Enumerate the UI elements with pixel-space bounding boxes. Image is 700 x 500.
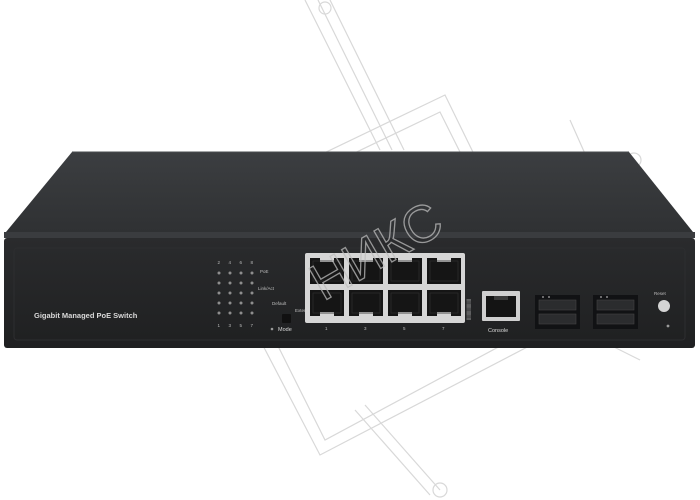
rj45-port[interactable] — [427, 258, 461, 284]
rj45-port[interactable] — [388, 290, 422, 316]
rj45-port[interactable] — [388, 258, 422, 284]
console-port[interactable] — [482, 291, 520, 321]
status-led-icon — [239, 281, 243, 285]
mode-extend-label: Extend — [295, 308, 310, 313]
rj45-port-block — [305, 253, 465, 323]
led-top-numbers: 2 4 6 8 — [218, 260, 254, 265]
status-led-icon — [239, 301, 243, 305]
mode-button[interactable] — [282, 314, 291, 323]
led-number: 7 — [251, 323, 254, 328]
led-bottom-numbers: 1 3 5 7 — [218, 323, 254, 328]
status-led-icon — [239, 291, 243, 295]
mode-default-label: Default — [272, 301, 287, 306]
led-number: 6 — [240, 260, 243, 265]
rj45-port[interactable] — [349, 258, 383, 284]
status-led-icon — [228, 311, 232, 315]
port-number: 3 — [364, 326, 367, 331]
port-numbers: 1 3 5 7 — [325, 326, 445, 331]
status-led-icon — [228, 281, 232, 285]
port-block-side-label-icon: |||||||||||||||||| — [466, 299, 471, 320]
rj45-port[interactable] — [427, 290, 461, 316]
led-number: 1 — [218, 323, 221, 328]
rj45-port[interactable] — [310, 290, 344, 316]
status-led-icon — [239, 311, 243, 315]
led-number: 5 — [240, 323, 243, 328]
sys-led-icon — [666, 324, 670, 328]
status-led-icon — [250, 271, 254, 275]
led-number: 4 — [229, 260, 232, 265]
status-led-icon — [217, 301, 221, 305]
status-led-icon — [228, 301, 232, 305]
reset-button[interactable] — [658, 300, 670, 312]
led-label-link-act: Link/Act — [258, 286, 275, 291]
mode-led-icon — [270, 327, 274, 331]
rj45-ports — [310, 258, 461, 316]
port-number: 1 — [325, 326, 328, 331]
status-led-icon — [250, 281, 254, 285]
sfp-ports-group-1 — [535, 295, 580, 329]
status-led-icon — [228, 271, 232, 275]
chassis-top — [6, 152, 693, 232]
reset-label: Reset — [654, 291, 667, 296]
led-number: 8 — [251, 260, 254, 265]
status-led-icon — [228, 291, 232, 295]
status-led-icon — [217, 281, 221, 285]
mode-label: Mode — [278, 327, 292, 333]
status-led-icon — [217, 311, 221, 315]
console-label: Console — [488, 328, 508, 334]
led-label-poe: PoE — [260, 269, 269, 274]
model-label: Gigabit Managed PoE Switch — [34, 311, 138, 320]
sfp-ports-group-2 — [593, 295, 638, 329]
status-led-icon — [217, 291, 221, 295]
status-led-icon — [250, 291, 254, 295]
sfp-port[interactable] — [538, 299, 577, 311]
led-number: 3 — [229, 323, 232, 328]
sfp-port[interactable] — [596, 313, 635, 325]
status-led-icon — [239, 271, 243, 275]
led-number: 2 — [218, 260, 221, 265]
sfp-port[interactable] — [596, 299, 635, 311]
rj45-port[interactable] — [349, 290, 383, 316]
chassis-lip — [4, 232, 695, 238]
watermark — [54, 0, 642, 498]
status-led-icon — [250, 301, 254, 305]
sfp-port[interactable] — [538, 313, 577, 325]
port-number: 7 — [442, 326, 445, 331]
status-led-icon — [250, 311, 254, 315]
led-grid — [217, 271, 254, 315]
rj45-port[interactable] — [310, 258, 344, 284]
status-led-icon — [217, 271, 221, 275]
port-number: 5 — [403, 326, 406, 331]
